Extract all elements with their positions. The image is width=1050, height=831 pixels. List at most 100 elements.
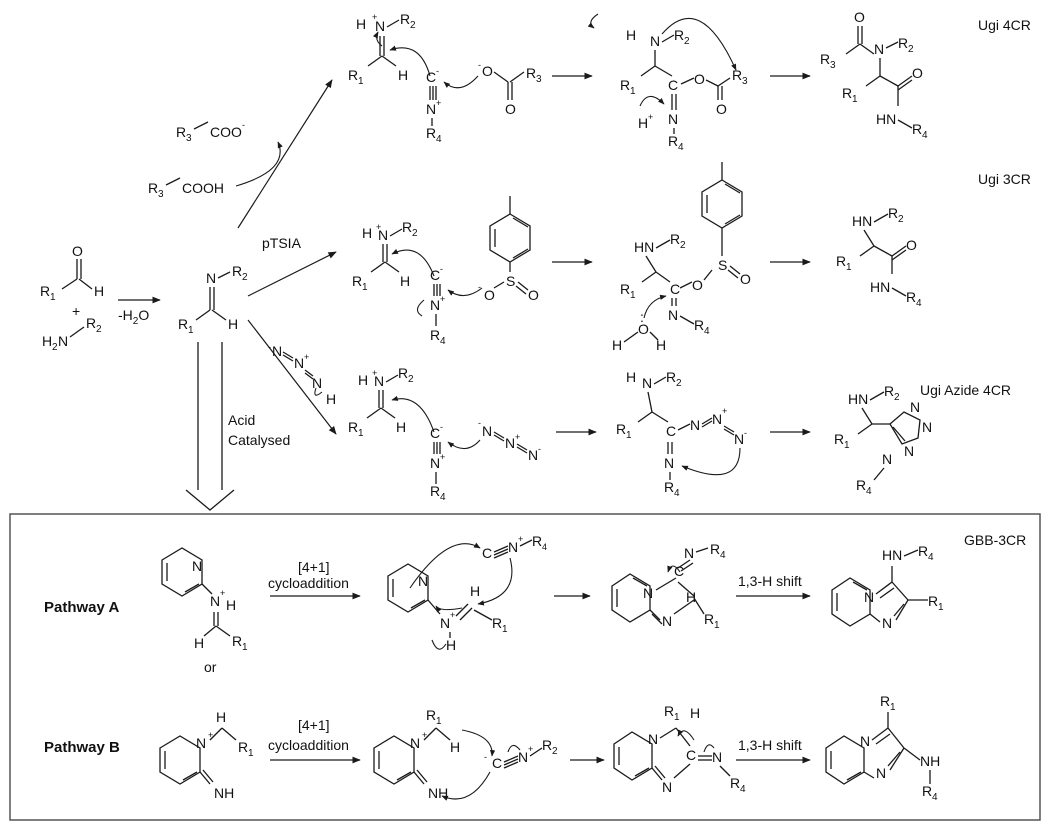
svg-text:+: + [376, 222, 381, 232]
svg-text:N: N [518, 749, 528, 765]
svg-text:R: R [856, 477, 866, 493]
svg-text:R: R [922, 783, 932, 799]
svg-text:1: 1 [630, 86, 636, 97]
svg-text:H: H [470, 583, 480, 599]
svg-text:C: C [668, 77, 678, 93]
svg-text:COO: COO [210, 124, 242, 140]
svg-text:H: H [228, 316, 238, 332]
svg-text:+: + [304, 352, 309, 362]
svg-text:+: + [515, 432, 520, 442]
svg-text:N: N [650, 33, 660, 49]
svg-text:N: N [712, 749, 722, 765]
svg-text:R: R [426, 125, 436, 141]
svg-text:4: 4 [440, 336, 446, 347]
label-ugi-4cr: Ugi 4CR [978, 17, 1031, 33]
svg-text:-: - [478, 418, 481, 428]
svg-text:1: 1 [358, 76, 364, 87]
svg-text:R: R [430, 327, 440, 343]
svg-text:N: N [505, 435, 515, 451]
svg-text:H: H [690, 705, 700, 721]
svg-text:H: H [398, 67, 408, 83]
svg-text:N: N [430, 455, 440, 471]
svg-text:-: - [478, 282, 481, 292]
svg-text:N: N [272, 343, 282, 359]
svg-text:N: N [192, 558, 202, 574]
svg-text:N: N [206, 270, 216, 286]
svg-text:R: R [888, 205, 898, 221]
svg-text:R: R [402, 219, 412, 235]
svg-text:+: + [208, 730, 213, 740]
svg-text:4: 4 [932, 792, 938, 803]
svg-text:2: 2 [52, 342, 58, 353]
svg-text:N: N [378, 227, 388, 243]
svg-text:-: - [268, 342, 271, 352]
svg-text:H: H [358, 372, 368, 388]
svg-text:-: - [484, 752, 487, 762]
svg-text:C: C [670, 281, 680, 297]
svg-text:O: O [484, 287, 495, 303]
svg-text:1: 1 [674, 712, 680, 723]
svg-text:3: 3 [186, 133, 192, 144]
svg-text:R: R [880, 693, 890, 709]
svg-text:4: 4 [928, 552, 934, 563]
svg-text:R: R [884, 383, 894, 399]
svg-text:HN: HN [852, 213, 872, 229]
svg-text:1: 1 [242, 642, 248, 653]
svg-text:R: R [176, 124, 186, 140]
svg-text:2: 2 [408, 374, 414, 385]
svg-text::: : [640, 309, 644, 325]
svg-text:4: 4 [542, 542, 547, 552]
svg-text:NH: NH [214, 785, 234, 801]
svg-text:COOH: COOH [182, 180, 224, 196]
svg-text:N: N [374, 373, 384, 389]
svg-text:R: R [526, 65, 536, 81]
svg-text:+: + [422, 730, 427, 740]
svg-text:H: H [362, 225, 372, 241]
svg-text:R: R [730, 775, 740, 791]
svg-text:N: N [874, 41, 884, 57]
svg-text:N: N [375, 18, 385, 34]
svg-text:N: N [664, 455, 674, 471]
svg-text:R: R [616, 421, 626, 437]
svg-text:R: R [666, 369, 676, 385]
svg-text:R: R [430, 483, 440, 499]
svg-text:O: O [716, 101, 727, 117]
svg-text:HN: HN [848, 391, 868, 407]
svg-text:1: 1 [50, 292, 56, 303]
svg-text:2: 2 [676, 378, 682, 389]
svg-text:R: R [398, 365, 408, 381]
label-ugi-azide-4cr: Ugi Azide 4CR [920, 382, 1011, 398]
svg-text:2: 2 [680, 240, 686, 251]
svg-text:H: H [326, 391, 336, 407]
svg-text:N: N [482, 423, 492, 439]
svg-text:S: S [506, 273, 515, 289]
svg-text:N: N [860, 733, 870, 749]
svg-text:3: 3 [830, 60, 836, 71]
svg-text:-: - [478, 60, 481, 70]
svg-text:C: C [686, 747, 696, 763]
svg-text:R: R [842, 85, 852, 101]
svg-text:R: R [694, 317, 704, 333]
svg-text:N: N [643, 585, 653, 601]
svg-text:+: + [518, 534, 523, 544]
svg-text:N: N [430, 297, 440, 313]
svg-text:2: 2 [684, 36, 690, 47]
svg-text:N: N [668, 111, 678, 127]
svg-text:1: 1 [626, 430, 632, 441]
svg-text:1: 1 [502, 624, 508, 635]
svg-text:+: + [220, 588, 225, 598]
svg-text:R: R [352, 273, 362, 289]
svg-text:4: 4 [866, 486, 872, 497]
svg-text:N: N [648, 731, 658, 747]
svg-text:H: H [42, 333, 52, 349]
arrow-to-ugi-azide [247, 319, 337, 435]
